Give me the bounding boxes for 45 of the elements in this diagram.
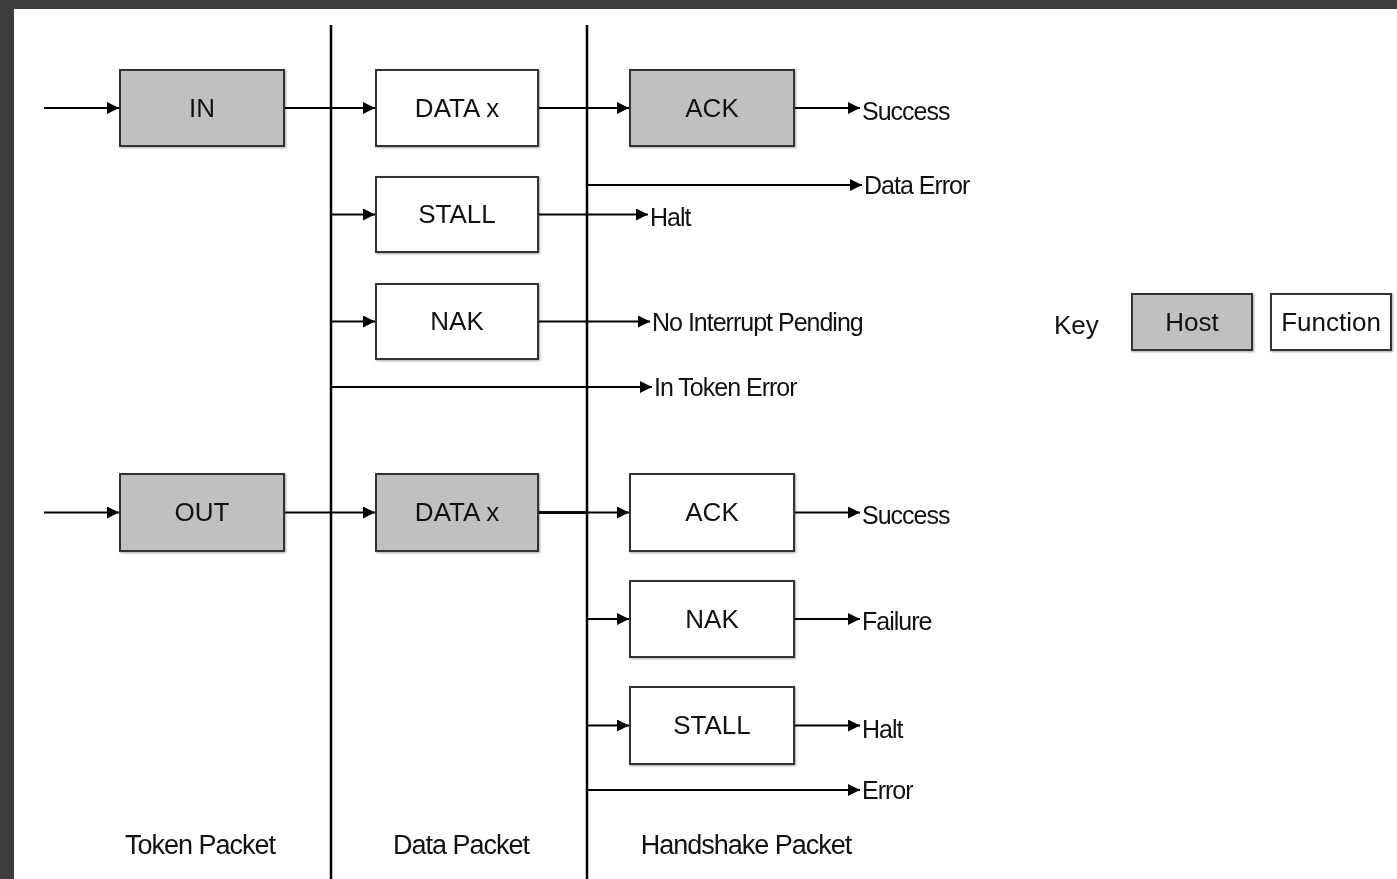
packet-name: DATA x (414, 497, 500, 528)
packet-name: ACK (685, 92, 739, 124)
packet-name: OUT (174, 497, 230, 528)
packet-box (629, 686, 795, 765)
packet-name: NAK (685, 603, 739, 635)
packet-box (375, 176, 539, 253)
legend-title: Key (1054, 310, 1099, 341)
outcome-label: Halt (862, 714, 903, 744)
legend-swatch: Function (1270, 293, 1392, 351)
column-heading: Data Packet (392, 830, 530, 861)
arrow (284, 506, 376, 519)
packet-box (119, 69, 285, 147)
outcome-label: Halt (650, 202, 691, 232)
packet-name: NAK (430, 306, 484, 337)
packet-box (375, 69, 539, 147)
packet-name: STALL (418, 199, 496, 230)
arrow (43, 506, 120, 519)
outcome-label: Success (862, 96, 950, 126)
outcome-label: No Interrupt Pending (652, 307, 863, 337)
packet-name: ACK (685, 497, 739, 528)
arrow (794, 613, 861, 625)
packet-name: IN (189, 92, 215, 124)
outcome-label: Failure (862, 606, 932, 636)
outcome-label: Data Error (864, 170, 970, 200)
packet-name: STALL (673, 710, 751, 741)
packet-box (375, 473, 539, 552)
arrow (794, 506, 861, 519)
arrow (794, 719, 861, 732)
packet-box (375, 283, 539, 360)
packet-box (629, 473, 795, 552)
arrow (538, 511, 861, 796)
column-heading: Token Packet (124, 830, 276, 861)
outcome-label: Success (862, 500, 950, 530)
arrow (794, 102, 861, 114)
packet-name: DATA x (414, 92, 500, 124)
arrow (538, 315, 651, 328)
packet-box (629, 580, 795, 658)
outcome-label: In Token Error (654, 372, 797, 402)
outcome-label: Error (862, 775, 913, 805)
arrow (43, 102, 120, 114)
packet-box (119, 473, 285, 552)
column-heading: Handshake Packet (640, 830, 852, 861)
arrow (538, 208, 649, 221)
legend-swatch: Host (1131, 293, 1253, 351)
packet-box (629, 69, 795, 147)
